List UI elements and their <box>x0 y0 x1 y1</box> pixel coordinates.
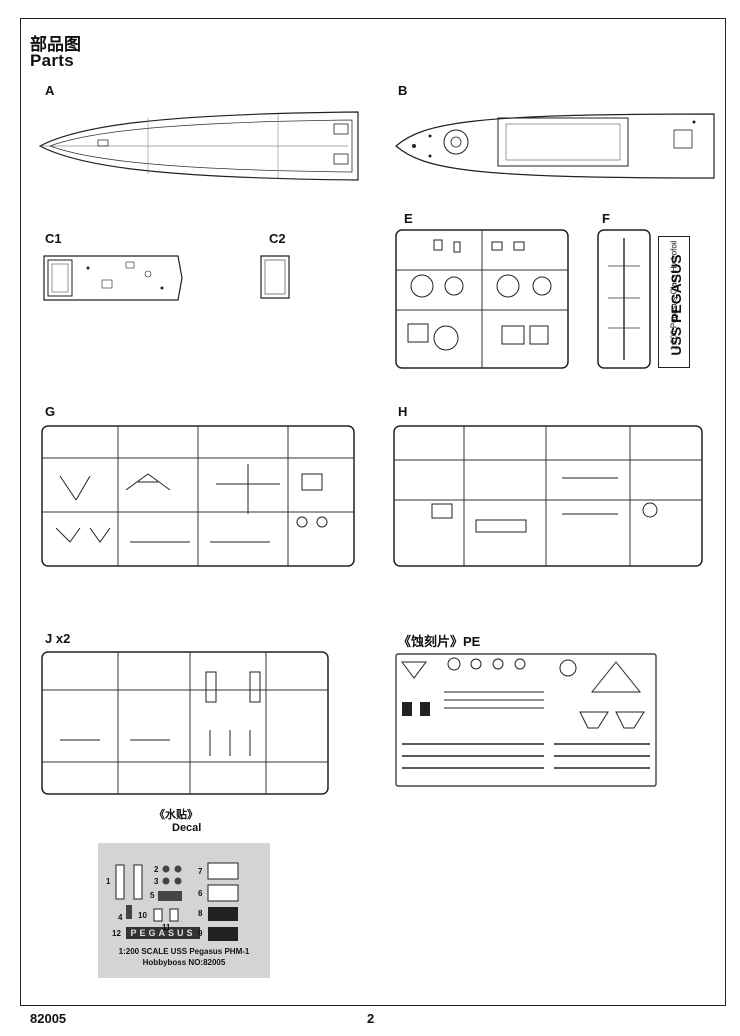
part-label-a: A <box>45 83 55 98</box>
decal-number-1: 1 <box>106 877 111 886</box>
decal-number-12: 12 <box>112 929 121 938</box>
pe-sheet-drawing <box>395 653 657 787</box>
part-label-f: F <box>602 211 610 226</box>
decal-art <box>115 862 239 941</box>
sprue-f-text-line2: USS PEGASUS <box>668 254 684 356</box>
part-label-b: B <box>398 83 408 98</box>
decal-caption-1: 1:200 SCALE USS Pegasus PHM-1 <box>118 947 250 956</box>
decal-number-8: 8 <box>198 909 203 918</box>
decal-number-10: 10 <box>138 911 147 920</box>
decal-number-2: 2 <box>154 865 159 874</box>
sprue-j-drawing <box>41 651 329 795</box>
footer-code: 82005 <box>30 1011 67 1026</box>
sprue-f-drawing <box>597 229 651 369</box>
decal-number-9: 9 <box>198 929 203 938</box>
decal-name-strip: PEGASUS <box>130 928 196 938</box>
part-label-pe: 《蚀刻片》PE <box>398 634 481 649</box>
part-label-h: H <box>398 404 408 419</box>
decal-number-11: 11 <box>162 923 171 932</box>
part-label-g: G <box>45 404 56 419</box>
part-label-e: E <box>404 211 413 226</box>
decal-number-6: 6 <box>198 889 203 898</box>
decal-title-cn: 《水贴》 <box>154 809 198 821</box>
sprue-h-drawing <box>393 425 703 567</box>
page-number: 2 <box>367 1011 375 1026</box>
part-a-hull-drawing <box>38 111 359 181</box>
sprue-g-drawing <box>41 425 355 567</box>
part-label-c1: C1 <box>45 231 62 246</box>
decal-number-5: 5 <box>150 891 155 900</box>
part-label-c2: C2 <box>269 231 286 246</box>
part-c1-drawing <box>43 255 183 301</box>
sprue-e-drawing <box>395 229 569 369</box>
decal-title-en: Decal <box>172 822 202 834</box>
part-b-deck-drawing <box>395 113 715 179</box>
part-label-j: J x2 <box>45 631 71 646</box>
decal-sheet: 1 2 3 4 5 6 7 8 9 10 11 12 PEGASUS 1:200… <box>98 843 270 978</box>
decal-number-7: 7 <box>198 867 203 876</box>
decal-number-3: 3 <box>154 877 159 886</box>
decal-caption-2: Hobbyboss NO:82005 <box>142 958 226 967</box>
decal-number-4: 4 <box>118 913 123 922</box>
section-title-en: Parts <box>30 51 75 70</box>
section-title-cn: 部品图 <box>30 35 81 54</box>
page-frame <box>20 18 726 1006</box>
part-c2-drawing <box>260 255 290 299</box>
sprue-f-box-text: 1:200 Pegasus-Class Hydrofoil USS PEGASU… <box>658 236 690 368</box>
